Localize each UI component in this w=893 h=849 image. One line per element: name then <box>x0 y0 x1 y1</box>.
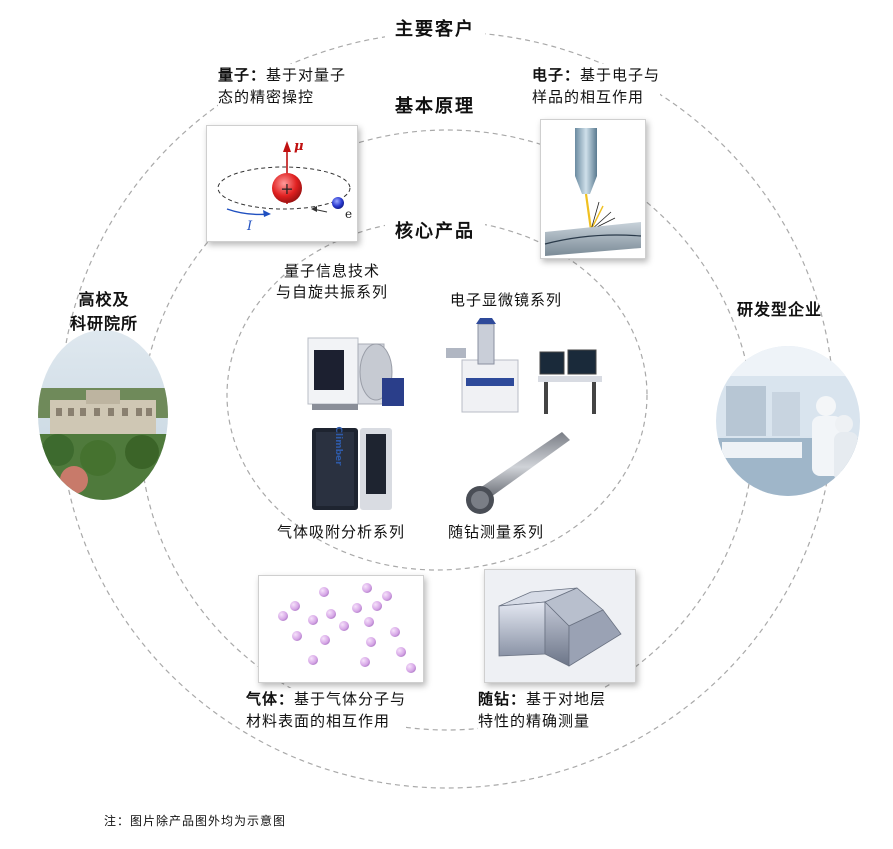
current-label: I <box>246 219 253 234</box>
quantum-product-image <box>302 330 408 418</box>
electron-beam <box>584 193 593 231</box>
principle-gas: 气体：基于气体分子与 材料表面的相互作用 <box>246 688 407 732</box>
customer-universities-line1: 高校及 <box>78 290 130 309</box>
principle-quantum-line2: 态的精密操控 <box>218 88 315 106</box>
inner-ring-title: 核心产品 <box>385 217 485 243</box>
principle-gas-head: 气体： <box>246 690 295 708</box>
spin-arrow-head-icon <box>283 141 291 152</box>
principle-quantum-head: 量子： <box>218 66 267 84</box>
current-arrow-head-icon <box>263 210 271 217</box>
plus-icon: + <box>280 179 293 198</box>
drill-tool-image <box>458 426 574 518</box>
product-gas-line1: 气体吸附分析系列 <box>277 523 406 541</box>
electron <box>332 197 344 209</box>
principle-drill: 随钻：基于对地层 特性的精确测量 <box>478 688 607 732</box>
customer-enterprises-line1: 研发型企业 <box>737 300 823 319</box>
spin-label: μ <box>294 139 304 154</box>
drill-bit-diagram <box>498 587 622 667</box>
product-gas-label: 气体吸附分析系列 <box>277 522 405 543</box>
electron-beam-diagram <box>544 128 642 256</box>
current-arrow <box>226 208 270 216</box>
principle-electron-line1: 基于电子与 <box>580 66 661 84</box>
atom-diagram: μ + e I <box>217 139 352 234</box>
sample-plate <box>545 222 641 256</box>
product-drill-line1: 随钻测量系列 <box>448 523 545 541</box>
principle-gas-line2: 材料表面的相互作用 <box>246 712 391 730</box>
customer-enterprises-label: 研发型企业 <box>737 298 822 322</box>
principle-quantum-line1: 基于对量子 <box>266 66 347 84</box>
gas-instrument-brand: Climber <box>333 426 343 466</box>
customer-universities-label: 高校及 科研院所 <box>70 288 138 336</box>
university-photo <box>38 330 168 500</box>
product-electron-label: 电子显微镜系列 <box>450 290 562 311</box>
principle-gas-line1: 基于气体分子与 <box>294 690 407 708</box>
gas-illustration-card <box>258 575 424 683</box>
principle-electron: 电子：基于电子与 样品的相互作用 <box>532 64 661 108</box>
principle-drill-line1: 基于对地层 <box>526 690 607 708</box>
product-quantum-line2: 与自旋共振系列 <box>276 283 389 301</box>
electron-label: e <box>345 207 352 221</box>
product-drill-label: 随钻测量系列 <box>448 522 544 543</box>
outer-ring-title: 主要客户 <box>385 15 485 41</box>
principle-electron-line2: 样品的相互作用 <box>532 88 645 106</box>
quantum-illustration-card: μ + e I <box>206 125 358 242</box>
gas-adsorption-product-image: Climber <box>306 424 398 514</box>
principle-electron-head: 电子： <box>532 66 581 84</box>
column-tip <box>575 176 597 194</box>
middle-ring-title: 基本原理 <box>385 92 485 118</box>
inner-ring <box>226 219 648 571</box>
product-quantum-label: 量子信息技术 与自旋共振系列 <box>276 261 388 303</box>
footnote: 注：图片除产品图外均为示意图 <box>104 814 287 828</box>
gas-particles-diagram <box>278 583 416 673</box>
gas-particles <box>278 583 416 673</box>
proton <box>272 173 302 203</box>
electron-column <box>575 128 597 176</box>
product-quantum-line1: 量子信息技术 <box>284 262 381 280</box>
electron-motion-arrow-head-icon <box>311 206 317 212</box>
electron-microscope-image <box>440 318 606 418</box>
principle-drill-head: 随钻： <box>478 690 527 708</box>
product-electron-line1: 电子显微镜系列 <box>450 291 563 309</box>
drill-illustration-card <box>484 569 636 683</box>
customer-universities-line2: 科研院所 <box>70 314 139 333</box>
principle-quantum: 量子：基于对量子 态的精密操控 <box>218 64 347 108</box>
enterprise-lab-photo <box>716 346 860 496</box>
electron-illustration-card <box>540 119 646 259</box>
principle-drill-line2: 特性的精确测量 <box>478 712 591 730</box>
